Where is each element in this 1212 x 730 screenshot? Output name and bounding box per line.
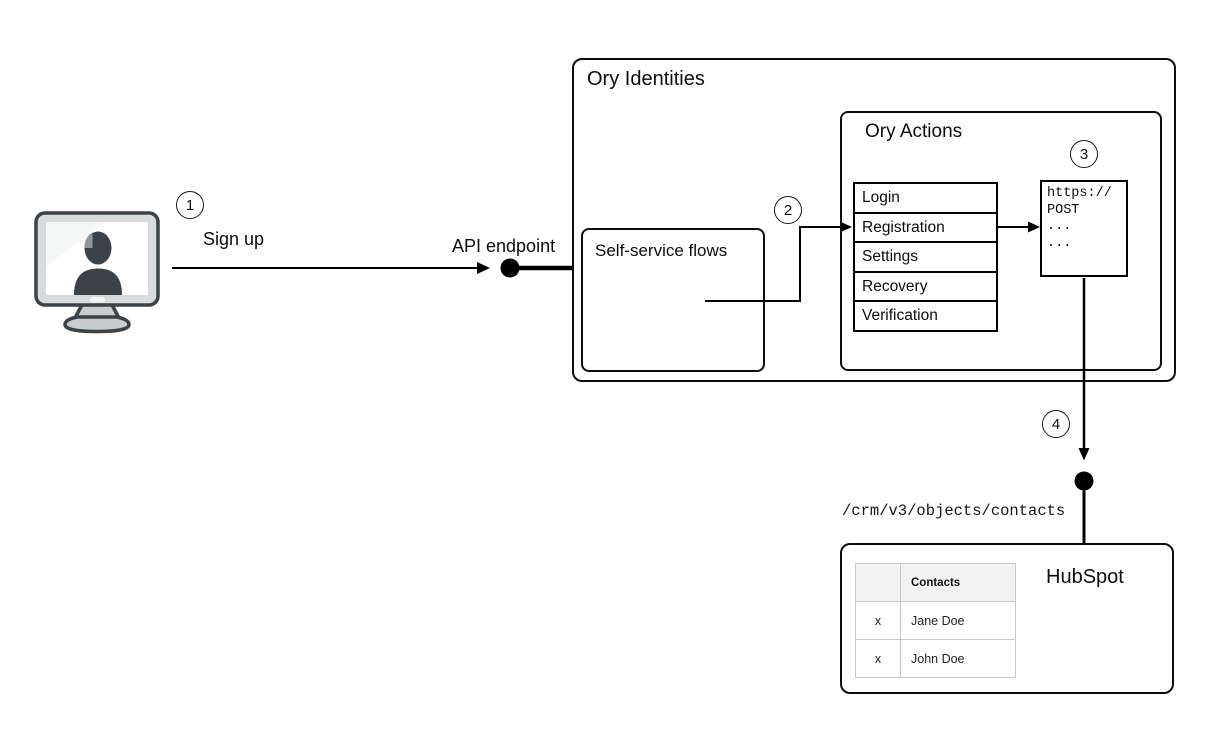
flow-row-recovery: Recovery: [855, 270, 996, 301]
monitor-stand-base: [63, 315, 131, 334]
step-number: 3: [1079, 145, 1089, 163]
step-number: 1: [185, 196, 195, 214]
webhook-snippet-line: https://: [1047, 186, 1112, 201]
screen-highlight: [46, 222, 104, 267]
ory-actions-title: Ory Actions: [865, 121, 963, 142]
flow-row-login: Login: [862, 189, 900, 206]
flow-row-settings: Settings: [855, 241, 996, 271]
webhook-snippet-box: https:// POST ... ...: [1040, 180, 1128, 277]
ory-identities-title: Ory Identities: [587, 68, 705, 90]
monitor-power-button: [90, 297, 105, 303]
step-badge-1: 1: [176, 191, 204, 219]
step-badge-3: 3: [1070, 140, 1098, 168]
ory-actions-box: [840, 111, 1162, 371]
step-badge-2: 2: [774, 196, 802, 224]
flow-row-registration: Registration: [855, 211, 996, 242]
contacts-table-corner-cell: [855, 563, 901, 602]
user-terminal-icon: [34, 211, 160, 334]
flows-list: Login Registration Settings Recovery Ver…: [853, 182, 998, 332]
signup-label: Sign up: [203, 229, 265, 249]
contact-action-cell: x: [855, 639, 901, 678]
api-endpoint-node-icon: [500, 258, 520, 278]
contact-row: x John Doe: [855, 639, 1016, 678]
api-endpoint-label: API endpoint: [452, 236, 556, 256]
signup-arrowhead-icon: [477, 262, 490, 274]
contacts-table: Contacts x Jane Doe x John Doe: [855, 563, 1016, 678]
step-badge-4: 4: [1042, 410, 1070, 438]
contact-row: x Jane Doe: [855, 601, 1016, 640]
contact-name-cell: John Doe: [900, 639, 1016, 678]
flow-row-verification: Verification: [855, 300, 996, 330]
user-silhouette-icon: [74, 231, 122, 295]
self-service-flows-title: Self-service flows: [595, 241, 728, 260]
hubspot-title: HubSpot: [1046, 566, 1124, 588]
contacts-table-header-row: Contacts: [855, 563, 1016, 602]
ory-identities-box: [572, 58, 1176, 382]
hubspot-endpoint-node-icon: [1074, 471, 1094, 491]
step-number: 2: [783, 201, 793, 219]
down-arrowhead-icon: [1078, 448, 1090, 461]
hubspot-box: [840, 543, 1174, 694]
webhook-snippet-line: POST: [1047, 202, 1080, 218]
webhook-snippet-line: ...: [1047, 235, 1072, 251]
contact-action-cell: x: [855, 601, 901, 640]
contacts-column-header: Contacts: [900, 563, 1016, 602]
contact-name-cell: Jane Doe: [900, 601, 1016, 640]
step-number: 4: [1051, 415, 1061, 433]
webhook-snippet-line: ...: [1047, 219, 1072, 234]
hubspot-api-path: /crm/v3/objects/contacts: [842, 502, 1066, 520]
